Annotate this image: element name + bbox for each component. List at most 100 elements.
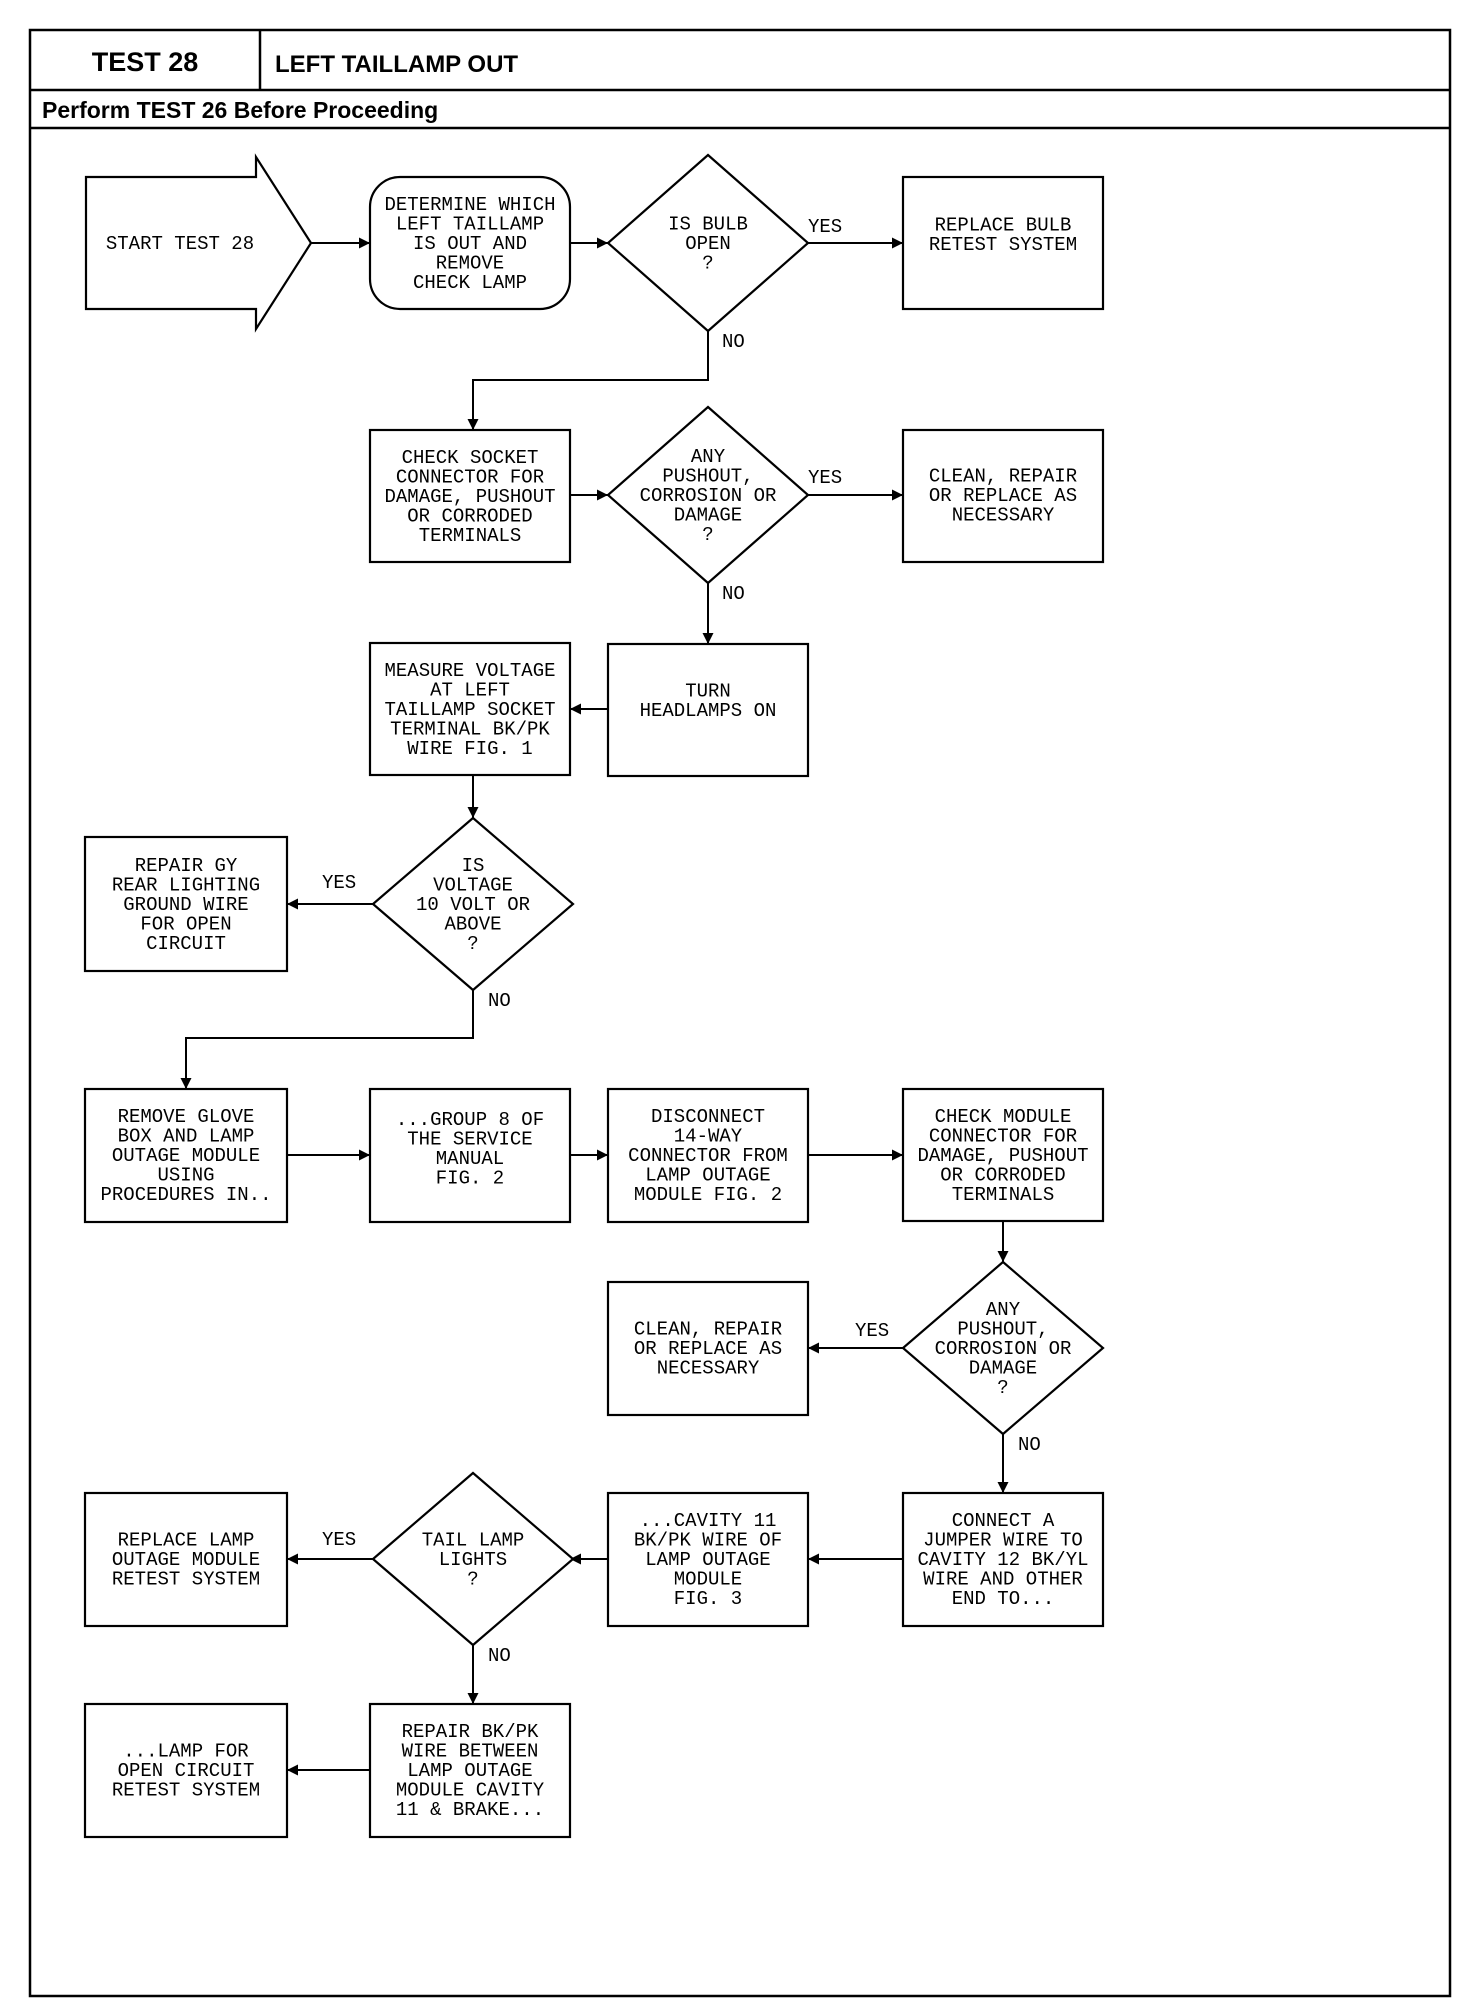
node-text-line: PUSHOUT, [662,466,753,488]
pushout2-no-label: NO [1018,1434,1041,1456]
node-text-line: TERMINAL BK/PK [390,719,550,741]
node-text-line: CORROSION OR [935,1338,1072,1360]
node-text-line: REMOVE [436,253,504,275]
test-title: LEFT TAILLAMP OUT [275,51,518,78]
node-text-line: BK/PK WIRE OF [634,1530,782,1552]
node-text-line: ? [702,253,713,275]
voltage-decision [371,816,575,992]
node-text-line: MODULE [674,1569,742,1591]
voltage-yes-label: YES [322,872,356,894]
node-text-line: WIRE AND OTHER [923,1569,1083,1591]
node-text-line: HEADLAMPS ON [640,700,777,722]
pushout2-yes-label: YES [855,1320,889,1342]
node-text-line: DAMAGE [969,1358,1037,1380]
node-text-line: REPAIR GY [135,855,238,877]
pushout1-yes-label: YES [808,467,842,489]
node-text-line: BOX AND LAMP [118,1126,255,1148]
node-text-line: RETEST SYSTEM [112,1569,260,1591]
node-text-line: FOR OPEN [140,914,231,936]
node-text-line: TERMINALS [419,525,522,547]
node-text-line: OPEN [685,233,731,255]
node-text-line: LEFT TAILLAMP [396,214,544,236]
connectors [180,237,1009,1776]
node-text-line: RETEST SYSTEM [112,1780,260,1802]
node-text-line: RETEST SYSTEM [929,234,1077,256]
determine-box [368,175,572,311]
bulb-yes-label: YES [808,216,842,238]
node-text-line: DAMAGE [674,505,742,527]
bulb-no-label: NO [722,331,745,353]
edge-voltage-remove [180,990,474,1089]
lamp-open-box [83,1702,289,1839]
node-text-line: ...LAMP FOR [123,1741,248,1763]
node-text-line: 11 & BRAKE... [396,1799,544,1821]
tail-yes-label: YES [322,1529,356,1551]
node-text-line: DETERMINE WHICH [384,194,555,216]
repair-gy-box [83,835,289,973]
prerequisite-note: Perform TEST 26 Before Proceeding [42,97,438,123]
node-text-line: MEASURE VOLTAGE [384,660,555,682]
repair-bkpk-box [368,1702,572,1839]
pushout-decision-2 [901,1260,1105,1436]
node-text-line: REPLACE LAMP [118,1530,255,1552]
node-text-line: NECESSARY [952,505,1055,527]
node-text-line: LAMP OUTAGE [645,1549,770,1571]
node-text-line: OR REPLACE AS [929,485,1077,507]
node-text-line: WIRE FIG. 1 [407,738,532,760]
check-socket-box [368,428,572,564]
node-text-line: ? [997,1377,1008,1399]
node-text-line: CHECK MODULE [935,1106,1072,1128]
clean-repair-box-1 [901,428,1105,564]
node-text-line: ABOVE [444,914,501,936]
node-text-line: MODULE CAVITY [396,1780,545,1802]
node-text-line: IS OUT AND [413,233,527,255]
node-text-line: THE SERVICE [407,1128,532,1150]
node-text-line: CONNECTOR FOR [929,1126,1077,1148]
remove-glove-box [83,1087,289,1224]
node-text-line: DAMAGE, PUSHOUT [384,486,555,508]
tail-no-label: NO [488,1645,511,1667]
node-text-line: WIRE BETWEEN [402,1741,539,1763]
test-number: TEST 28 [92,47,199,77]
tail-lamp-decision [371,1471,575,1647]
node-text-line: IS BULB [668,214,748,236]
node-text-line: CIRCUIT [146,933,226,955]
pushout1-no-label: NO [722,583,745,605]
node-text-line: CLEAN, REPAIR [634,1319,782,1341]
node-text-line: PUSHOUT, [957,1319,1048,1341]
node-text-line: TURN [685,680,731,702]
node-text-line: CAVITY 12 BK/YL [917,1549,1088,1571]
node-text-line: USING [157,1165,214,1187]
voltage-no-label: NO [488,990,511,1012]
start-text: START TEST 28 [106,233,254,255]
node-text-line: TERMINALS [952,1184,1055,1206]
node-text-line: CONNECT A [952,1510,1055,1532]
node-text-line: ANY [691,446,726,468]
measure-voltage-box [368,641,572,777]
node-text-line: ...CAVITY 11 [640,1510,777,1532]
node-text-line: IS [462,855,485,877]
connect-jumper-box [901,1491,1105,1628]
node-text-line: REMOVE GLOVE [118,1106,255,1128]
node-text-line: START TEST 28 [106,233,254,255]
node-text-line: ? [467,1569,478,1591]
